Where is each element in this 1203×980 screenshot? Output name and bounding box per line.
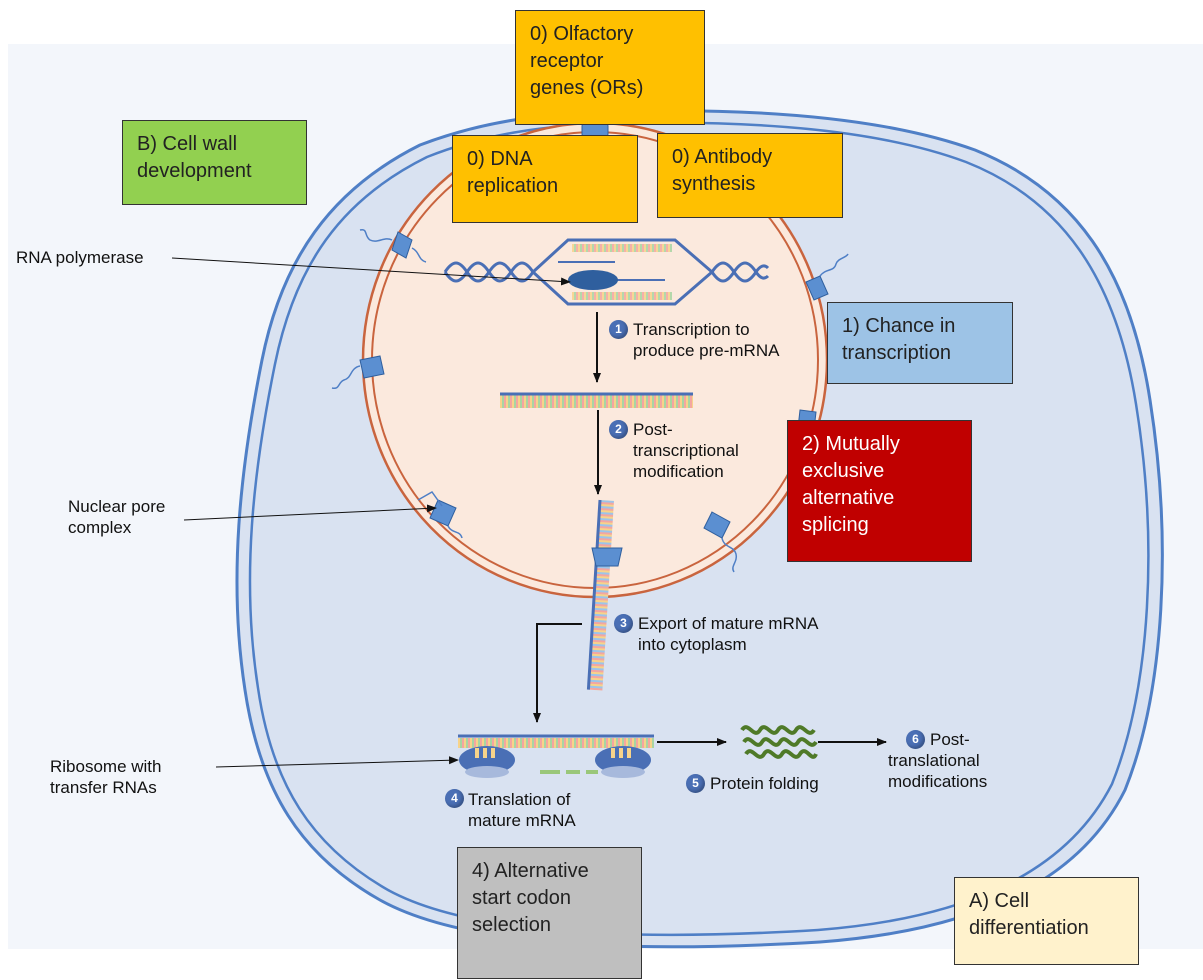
step-2-badge: 2 — [609, 420, 628, 439]
step-4-badge: 4 — [445, 789, 464, 808]
step-5-text: Protein folding — [710, 774, 819, 793]
box-olfactory-receptor-genes: 0) Olfactory receptor genes (ORs) — [515, 10, 705, 125]
step-3-text: Export of mature mRNA into cytoplasm — [638, 614, 819, 654]
nuclear-pore-5 — [805, 253, 849, 301]
leader-ribosome — [215, 756, 459, 768]
step-6-text: Post- translational modifications — [888, 730, 988, 791]
box-antibody-text: 0) Antibody synthesis — [672, 146, 773, 195]
step-2-text: Post- transcriptional modification — [633, 420, 739, 481]
box-alt-start-text: 4) Alternative start codon selection — [472, 860, 589, 936]
box-cell-wall-development: B) Cell wall development — [122, 120, 307, 205]
box-olfactory-text: 0) Olfactory receptor genes (ORs) — [530, 23, 644, 99]
label-nuclear-pore-complex: Nuclear pore complex — [68, 497, 166, 537]
box-dna-replication: 0) DNA replication — [452, 135, 638, 223]
rna-polymerase-shape — [568, 270, 618, 290]
box-transcription-text: 1) Chance in transcription — [842, 315, 956, 364]
label-ribosome-trna: Ribosome with transfer RNAs — [50, 757, 162, 797]
box-mutually-exclusive-splicing: 2) Mutually exclusive alternative splici… — [787, 420, 972, 562]
box-cell-differentiation: A) Cell differentiation — [954, 877, 1139, 965]
cell-inner-membrane — [248, 121, 1150, 937]
step-1-badge: 1 — [609, 320, 628, 339]
ribosome-complex — [458, 734, 654, 778]
export-pore — [591, 547, 623, 567]
folded-protein — [740, 725, 818, 759]
step-3-badge: 3 — [614, 614, 633, 633]
box-dna-replication-text: 0) DNA replication — [467, 148, 559, 197]
leader-rna-polymerase — [171, 257, 571, 286]
arrow-export — [533, 623, 582, 723]
nuclear-pore-4 — [703, 511, 738, 573]
step-4-text: Translation of mature mRNA — [468, 790, 576, 830]
step-5-badge: 5 — [686, 774, 705, 793]
box-cell-differentiation-text: A) Cell differentiation — [969, 890, 1089, 939]
label-rna-polymerase: RNA polymerase — [16, 248, 144, 267]
nuclear-pore-1 — [359, 228, 427, 263]
box-mutually-exclusive-text: 2) Mutually exclusive alternative splici… — [802, 433, 900, 536]
nuclear-pore-2 — [331, 355, 385, 390]
pre-mrna — [500, 392, 693, 408]
step-1-text: Transcription to produce pre-mRNA — [633, 320, 780, 360]
box-change-in-transcription: 1) Chance in transcription — [827, 302, 1013, 384]
step-6-badge: 6 — [906, 730, 925, 749]
box-cell-wall-text: B) Cell wall development — [137, 133, 252, 182]
leader-nuclear-pore — [183, 504, 437, 521]
box-antibody-synthesis: 0) Antibody synthesis — [657, 133, 843, 218]
box-alternative-start-codon: 4) Alternative start codon selection — [457, 847, 642, 979]
